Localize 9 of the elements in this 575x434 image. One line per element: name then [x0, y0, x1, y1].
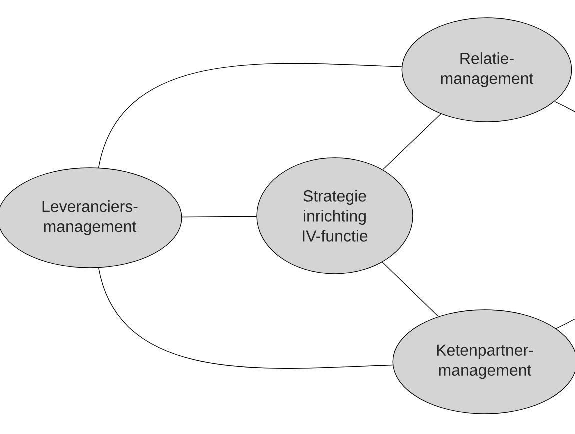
connector-line [182, 216, 258, 218]
ellipse-node: Relatie- management [402, 18, 572, 122]
ellipse-node: Ketenpartner- management [392, 310, 575, 414]
connector-line [98, 63, 402, 168]
connector-line [382, 114, 442, 170]
ellipse-node: Strategie inrichting IV-functie [256, 158, 414, 274]
connector-line [382, 262, 439, 318]
connector-line [554, 101, 575, 330]
connector-line [98, 268, 394, 369]
